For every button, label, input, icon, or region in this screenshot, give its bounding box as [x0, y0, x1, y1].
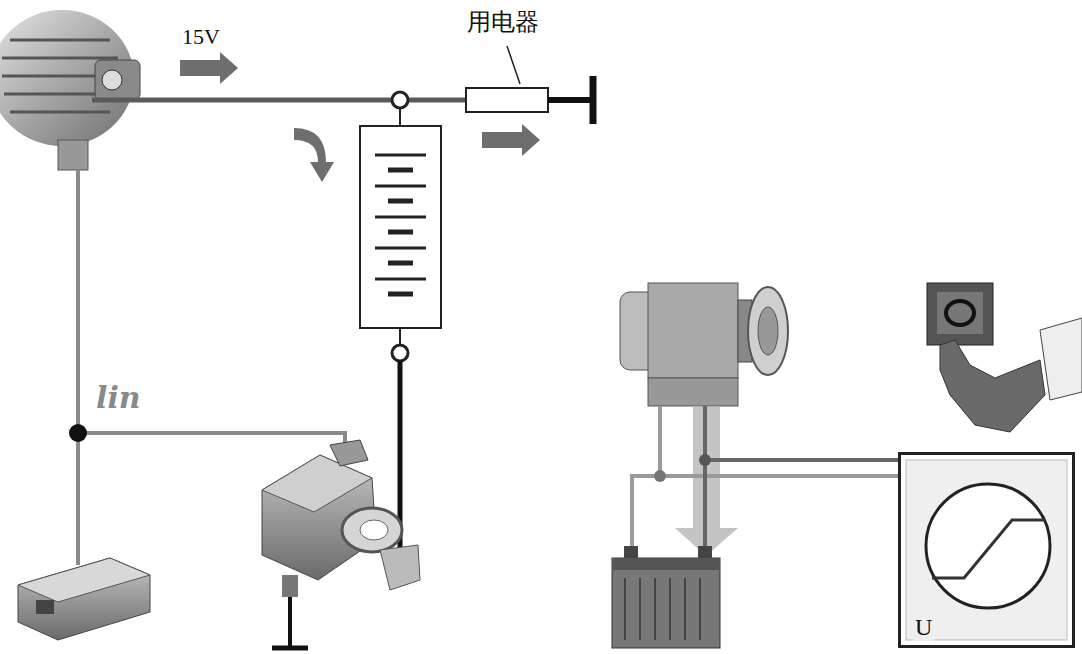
battery-sensor [262, 440, 420, 597]
ground-symbol [272, 646, 308, 651]
current-arrow [675, 406, 738, 556]
load-resistor [466, 88, 548, 112]
leader-line [507, 46, 520, 84]
terminal [392, 345, 408, 361]
part-name: 用电器 [467, 6, 539, 38]
battery-plates [375, 155, 426, 294]
junction-dot [69, 424, 87, 442]
wire [705, 406, 898, 548]
oscilloscope-screen [906, 460, 1067, 640]
wire [632, 406, 898, 548]
control-unit [18, 558, 150, 640]
wire [92, 98, 466, 103]
battery-symbol [360, 126, 441, 328]
signal-name: lin [96, 380, 141, 415]
brake-switch-hand [927, 283, 1082, 432]
wire [548, 97, 592, 103]
voltage-label: 15V [182, 24, 220, 50]
oscilloscope-box: U [898, 452, 1075, 648]
ground-symbol [590, 76, 597, 124]
battery [612, 546, 720, 648]
terminal [392, 92, 408, 108]
alternator [0, 10, 140, 170]
scope-label: U [913, 614, 934, 641]
alternator [620, 283, 788, 406]
